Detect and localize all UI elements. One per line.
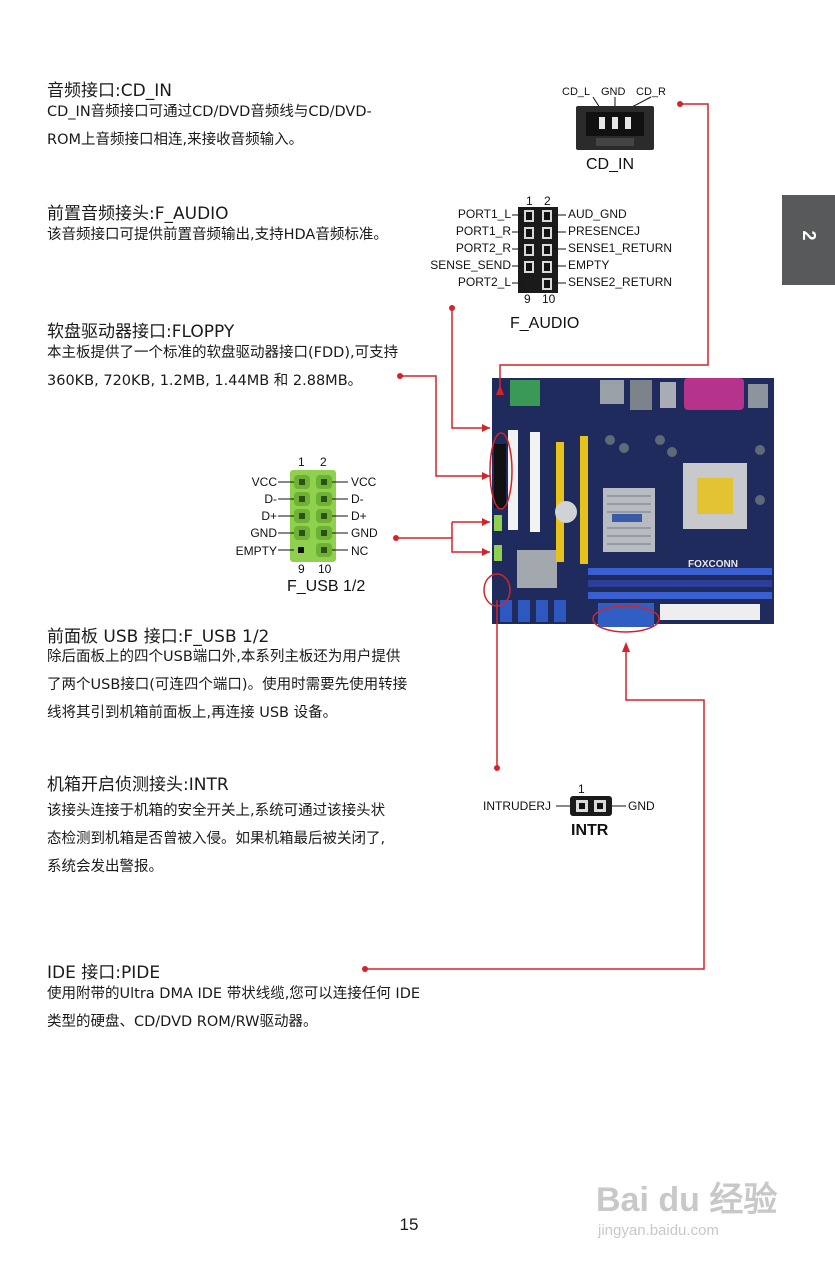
floppy-line-2: 360KB, 720KB, 1.2MB, 1.44MB 和 2.88MB。 xyxy=(47,373,363,389)
battery-image xyxy=(555,501,577,523)
watermark-brand: Bai du 经验 xyxy=(596,1181,778,1219)
f-audio-pin-number: 10 xyxy=(542,292,556,306)
f-audio-left-pin: SENSE_SEND xyxy=(430,258,511,272)
f-usb-left-pin: VCC xyxy=(251,475,277,489)
leader-lines xyxy=(365,103,709,970)
f-audio-description: 该音频接口可提供前置音频输出,支持HDA音频标准。 xyxy=(47,221,467,249)
f-usb-left-pin: EMPTY xyxy=(235,544,277,558)
motherboard-image: FOXCONN xyxy=(492,378,774,627)
f-audio-right-pin: PRESENCEJ xyxy=(568,224,641,238)
cd-in-pin xyxy=(599,117,605,129)
f-audio-right-pin: EMPTY xyxy=(568,258,610,272)
intr-line-1: 该接头连接于机箱的安全开关上,系统可通过该接头状 xyxy=(47,803,386,819)
f-audio-pin-number: 2 xyxy=(544,194,551,208)
f-usb-line-2: 了两个USB接口(可连四个端口)。使用时需要先使用转接 xyxy=(47,677,408,693)
f-audio-left-pin: PORT2_L xyxy=(457,275,511,289)
f-usb-right-pin: GND xyxy=(351,526,378,540)
f-audio-left-pin: PORT2_R xyxy=(455,241,511,255)
f-usb-right-pin: VCC xyxy=(351,475,377,489)
f-audio-pin-number: 1 xyxy=(526,194,533,208)
ide-connector-image xyxy=(598,603,654,627)
f-audio-line-1: 该音频接口可提供前置音频输出,支持HDA音频标准。 xyxy=(47,227,388,243)
cd-in-description: CD_IN音频接口可通过CD/DVD音频线与CD/DVD- ROM上音频接口相连… xyxy=(47,98,467,154)
foxconn-logo: FOXCONN xyxy=(688,559,738,570)
f-audio-left-pin: PORT1_L xyxy=(457,207,511,221)
f-audio-right-pin: AUD_GND xyxy=(568,207,627,221)
f-usb-left-pin: D+ xyxy=(261,509,277,523)
parallel-port-image xyxy=(684,378,744,410)
intr-header-diagram xyxy=(556,796,626,816)
intr-pin-number: 1 xyxy=(578,782,585,796)
floppy-line-1: 本主板提供了一个标准的软盘驱动器接口(FDD),可支持 xyxy=(47,345,399,361)
f-usb-right-pin: D+ xyxy=(351,509,367,523)
f-audio-diagram-name: F_AUDIO xyxy=(510,315,580,332)
f-usb-pin-number: 9 xyxy=(298,562,305,576)
f-audio-header-diagram xyxy=(512,207,566,293)
floppy-header-image xyxy=(494,444,506,508)
chapter-tab: 2 xyxy=(782,195,835,285)
cd-in-line-2: ROM上音频接口相连,来接收音频输入。 xyxy=(47,132,304,148)
f-usb-left-pin: GND xyxy=(250,526,277,540)
cd-in-line-1: CD_IN音频接口可通过CD/DVD音频线与CD/DVD- xyxy=(47,104,372,120)
f-audio-right-pin: SENSE1_RETURN xyxy=(568,241,673,255)
pide-line-1: 使用附带的Ultra DMA IDE 带状线缆,您可以连接任何 IDE xyxy=(47,986,421,1002)
intr-diagram-name: INTR xyxy=(571,822,609,839)
intr-description: 该接头连接于机箱的安全开关上,系统可通过该接头状 态检测到机箱是否曾被入侵。如果… xyxy=(47,797,467,881)
watermark-url: jingyan.baidu.com xyxy=(598,1222,719,1239)
intr-title: 机箱开启侦测接头:INTR xyxy=(47,775,229,795)
f-usb-pin-number: 10 xyxy=(318,562,332,576)
cd-in-diagram-name: CD_IN xyxy=(586,156,634,173)
f-audio-left-pin: PORT1_R xyxy=(455,224,511,238)
cd-in-pin xyxy=(612,117,618,129)
f-usb-line-1: 除后面板上的四个USB端口外,本系列主板还为用户提供 xyxy=(47,649,401,665)
f-audio-title: 前置音频接头:F_AUDIO xyxy=(47,204,229,224)
intr-line-3: 系统会发出警报。 xyxy=(47,859,163,875)
pide-title: IDE 接口:PIDE xyxy=(47,963,161,983)
f-usb-diagram-name: F_USB 1/2 xyxy=(287,578,366,595)
leader-dots xyxy=(362,101,683,972)
floppy-title: 软盘驱动器接口:FLOPPY xyxy=(47,322,235,342)
intr-left-pin: INTRUDERJ xyxy=(483,799,551,813)
f-usb-line-3: 线将其引到机箱前面板上,再连接 USB 设备。 xyxy=(47,705,338,721)
cd-in-pin-label: GND xyxy=(601,86,626,98)
cd-in-pin-label: CD_L xyxy=(562,86,590,98)
f-usb-left-pin: D- xyxy=(264,492,277,506)
f-usb-pin-number: 2 xyxy=(320,455,327,469)
intr-line-2: 态检测到机箱是否曾被入侵。如果机箱最后被关闭了, xyxy=(47,831,386,847)
f-usb-right-pin: NC xyxy=(351,544,369,558)
cd-in-connector-diagram xyxy=(576,96,654,150)
f-usb-pin-number: 1 xyxy=(298,455,305,469)
f-usb-description: 除后面板上的四个USB端口外,本系列主板还为用户提供 了两个USB接口(可连四个… xyxy=(47,643,467,727)
f-audio-pin-number: 9 xyxy=(524,292,531,306)
f-usb-right-pin: D- xyxy=(351,492,364,506)
cd-in-title: 音频接口:CD_IN xyxy=(47,81,172,101)
f-usb-title: 前面板 USB 接口:F_USB 1/2 xyxy=(47,627,270,647)
f-audio-right-pin: SENSE2_RETURN xyxy=(568,275,673,289)
f-usb-header-diagram xyxy=(278,470,348,562)
page-number: 15 xyxy=(399,1215,419,1234)
floppy-description: 本主板提供了一个标准的软盘驱动器接口(FDD),可支持 360KB, 720KB… xyxy=(47,339,467,395)
pide-line-2: 类型的硬盘、CD/DVD ROM/RW驱动器。 xyxy=(47,1014,318,1030)
pide-description: 使用附带的Ultra DMA IDE 带状线缆,您可以连接任何 IDE 类型的硬… xyxy=(47,980,467,1036)
cd-in-pin xyxy=(625,117,631,129)
intr-right-pin: GND xyxy=(628,799,655,813)
cd-in-pin-label: CD_R xyxy=(636,86,666,98)
